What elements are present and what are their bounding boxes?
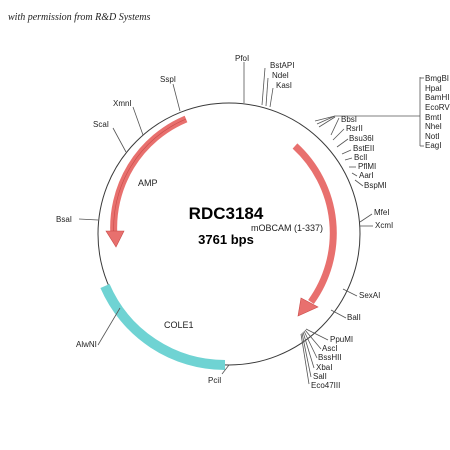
site-alwni: AlwNI [76, 340, 97, 349]
site-bsteii: BstEII [353, 144, 374, 153]
site-scai: ScaI [93, 120, 109, 129]
site-pcii: PciI [208, 376, 221, 385]
amp-label: AMP [138, 178, 158, 188]
site-sexai: SexAI [359, 291, 380, 300]
plasmid-size: 3761 bps [198, 232, 254, 247]
site-xbai: XbaI [316, 363, 332, 372]
insert-label: mOBCAM (1-337) [251, 223, 323, 233]
mcs-site-eagi: EagI [425, 141, 441, 150]
site-sali: SalI [313, 372, 327, 381]
site-bcli: BclI [354, 153, 367, 162]
amp-arrowhead [105, 230, 125, 248]
mcs-site-bmgbi: BmgBI [425, 74, 449, 83]
credit-text: with permission from R&D Systems [8, 12, 151, 23]
site-ppumi: PpuMI [330, 335, 353, 344]
site-bsu36i: Bsu36I [349, 134, 374, 143]
mcs-site-noti: NotI [425, 132, 440, 141]
amp-arrow-edge [113, 118, 187, 238]
site-mfei: MfeI [374, 208, 390, 217]
mcs-site-nhei: NheI [425, 122, 442, 131]
site-ndei: NdeI [272, 71, 289, 80]
site-pfoi: PfoI [235, 54, 249, 63]
plasmid-name: RDC3184 [189, 204, 264, 223]
site-ticks [78, 62, 420, 385]
cole1-origin-arc [100, 283, 226, 370]
site-xcmi: XcmI [375, 221, 393, 230]
site-pflmi: PflMI [358, 162, 376, 171]
insert-arrowhead [297, 297, 319, 317]
site-xmni: XmnI [113, 99, 132, 108]
mcs-list: BmgBI HpaI BamHI EcoRV BmtI NheI NotI Ea… [420, 74, 450, 150]
site-bstapi: BstAPI [270, 61, 294, 70]
site-bbsi: BbsI [341, 115, 357, 124]
site-eco47iii: Eco47III [311, 381, 340, 390]
site-aari: AarI [359, 171, 374, 180]
cole1-label: COLE1 [164, 320, 194, 330]
site-bali: BalI [347, 313, 361, 322]
mcs-site-bamhi: BamHI [425, 93, 449, 102]
mcs-site-hpai: HpaI [425, 84, 442, 93]
insert-arrow [292, 143, 337, 305]
site-bsai: BsaI [56, 215, 72, 224]
site-rsrii: RsrII [346, 124, 363, 133]
site-sspi: SspI [160, 75, 176, 84]
mcs-site-ecorv: EcoRV [425, 103, 450, 112]
mcs-site-bmti: BmtI [425, 113, 441, 122]
site-bsshii: BssHII [318, 353, 342, 362]
site-bspmi: BspMI [364, 181, 387, 190]
site-kasi: KasI [276, 81, 292, 90]
site-asci: AscI [322, 344, 338, 353]
